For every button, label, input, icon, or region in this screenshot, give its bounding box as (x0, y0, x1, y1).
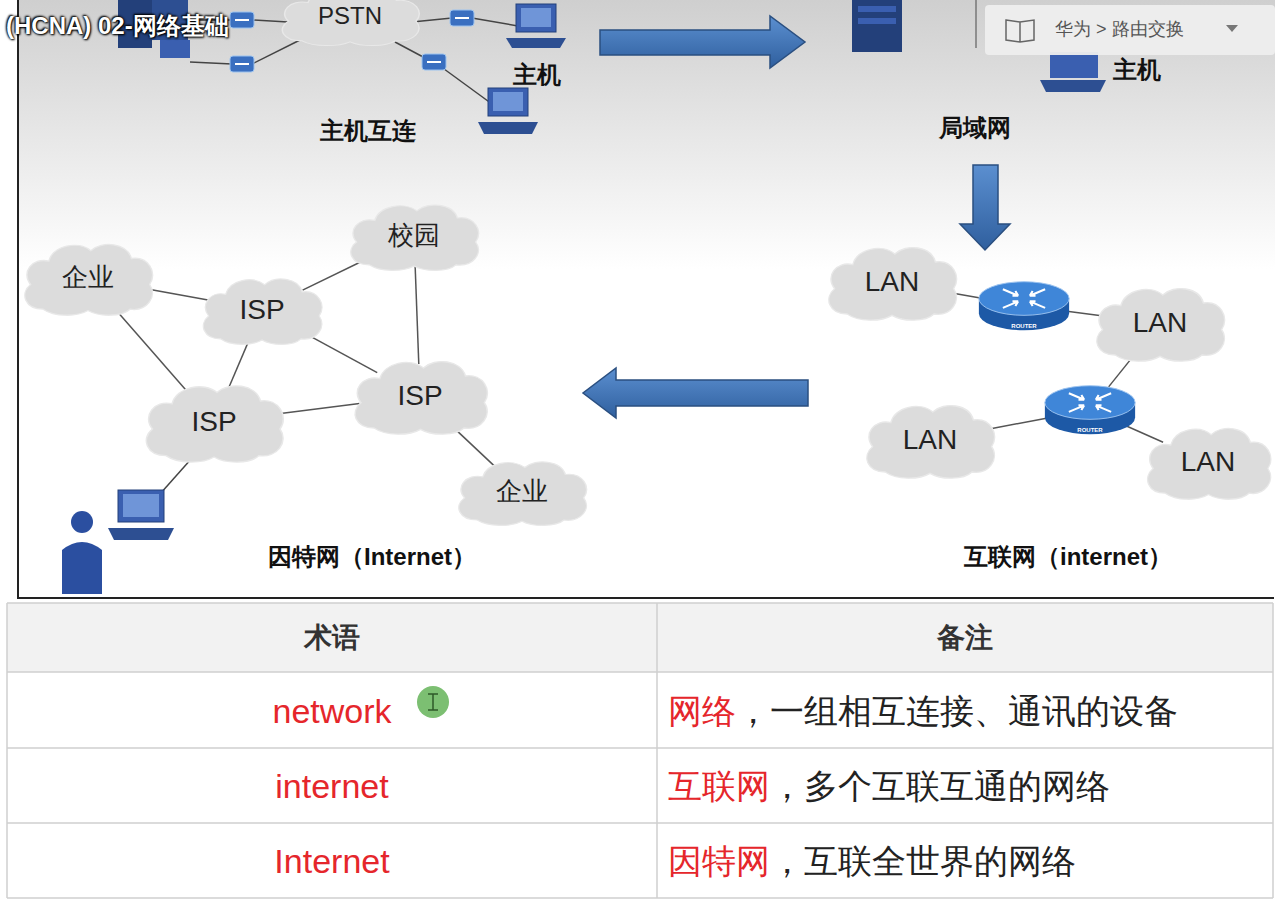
server-icon (852, 0, 902, 52)
flow-arrow (600, 16, 805, 68)
cloud-label: LAN (1133, 307, 1187, 339)
note-text: ，多个互联互通的网络 (770, 766, 1110, 807)
cloud-label: 企业 (496, 477, 548, 507)
network-cloud: 企业 (452, 457, 592, 527)
network-link (113, 306, 187, 391)
cloud-label: 校园 (388, 221, 440, 251)
network-cloud: 校园 (344, 200, 484, 272)
network-cloud: ISP (348, 356, 493, 436)
wire (160, 458, 192, 494)
cloud-label: LAN (903, 424, 957, 456)
table-header: 术语 (304, 621, 360, 655)
cloud-label: LAN (865, 266, 919, 298)
network-link (277, 404, 360, 415)
stage-caption: 互联网（internet） (964, 543, 1172, 572)
router-caption: ROUTER (976, 323, 1072, 329)
network-link (987, 418, 1047, 429)
cloud-label: ISP (397, 380, 442, 412)
nav-overlay (985, 5, 1275, 55)
term-name: 互联网 (668, 766, 770, 807)
stage-caption: 主机互连 (320, 117, 416, 146)
network-cloud: LAN (860, 400, 1000, 480)
note-row: 互联网，多个互联互通的网络 (668, 766, 1110, 807)
device-label: 主机 (513, 61, 561, 90)
network-link (145, 288, 210, 300)
term-cell: network (272, 691, 391, 732)
cloud-label: ISP (239, 294, 284, 326)
router-icon: ROUTER (1042, 382, 1138, 438)
nav-breadcrumb: 华为 > 路由交换 (1055, 19, 1184, 41)
cloud-label: ISP (191, 406, 236, 438)
flow-arrow (583, 368, 808, 418)
network-cloud: ISP (139, 380, 289, 464)
note-text: ，互联全世界的网络 (770, 841, 1076, 882)
note-row: 因特网，互联全世界的网络 (668, 841, 1076, 882)
device-label: 主机 (1113, 56, 1161, 85)
term-name: 因特网 (668, 841, 770, 882)
note-text: ，一组相互连接、通讯的设备 (736, 691, 1178, 732)
cloud-label: LAN (1181, 446, 1235, 478)
network-cloud: PSTN (275, 0, 425, 47)
stage-caption: 因特网（Internet） (268, 543, 476, 572)
cursor-marker (417, 686, 449, 718)
flow-arrow (960, 165, 1010, 250)
diagram-frame (18, 0, 1274, 598)
table-grid (7, 603, 1273, 898)
network-link (228, 338, 250, 389)
network-link (415, 265, 419, 364)
term-cell: internet (275, 766, 388, 807)
video-title: (HCNA) 02-网络基础 (6, 10, 229, 42)
wire (975, 0, 977, 48)
network-cloud: LAN (1090, 283, 1230, 363)
network-cloud: ISP (197, 274, 327, 346)
top-ground (18, 0, 1275, 598)
term-name: 网络 (668, 691, 736, 732)
host-icon (1040, 52, 1106, 92)
cloud-label: PSTN (318, 2, 382, 30)
host-icon (478, 4, 566, 134)
cloud-label: 企业 (62, 263, 114, 293)
network-link (1069, 312, 1102, 316)
note-row: 网络，一组相互连接、通讯的设备 (668, 691, 1178, 732)
router-icon: ROUTER (976, 278, 1072, 334)
router-caption: ROUTER (1042, 427, 1138, 433)
network-link (1126, 426, 1163, 442)
user-icon (62, 490, 174, 594)
stage-caption: 局域网 (939, 114, 1011, 143)
network-cloud: 企业 (18, 239, 158, 317)
term-cell: Internet (274, 841, 389, 882)
network-cloud: LAN (822, 242, 962, 322)
network-cloud: LAN (1141, 423, 1275, 501)
table-header: 备注 (937, 621, 993, 655)
